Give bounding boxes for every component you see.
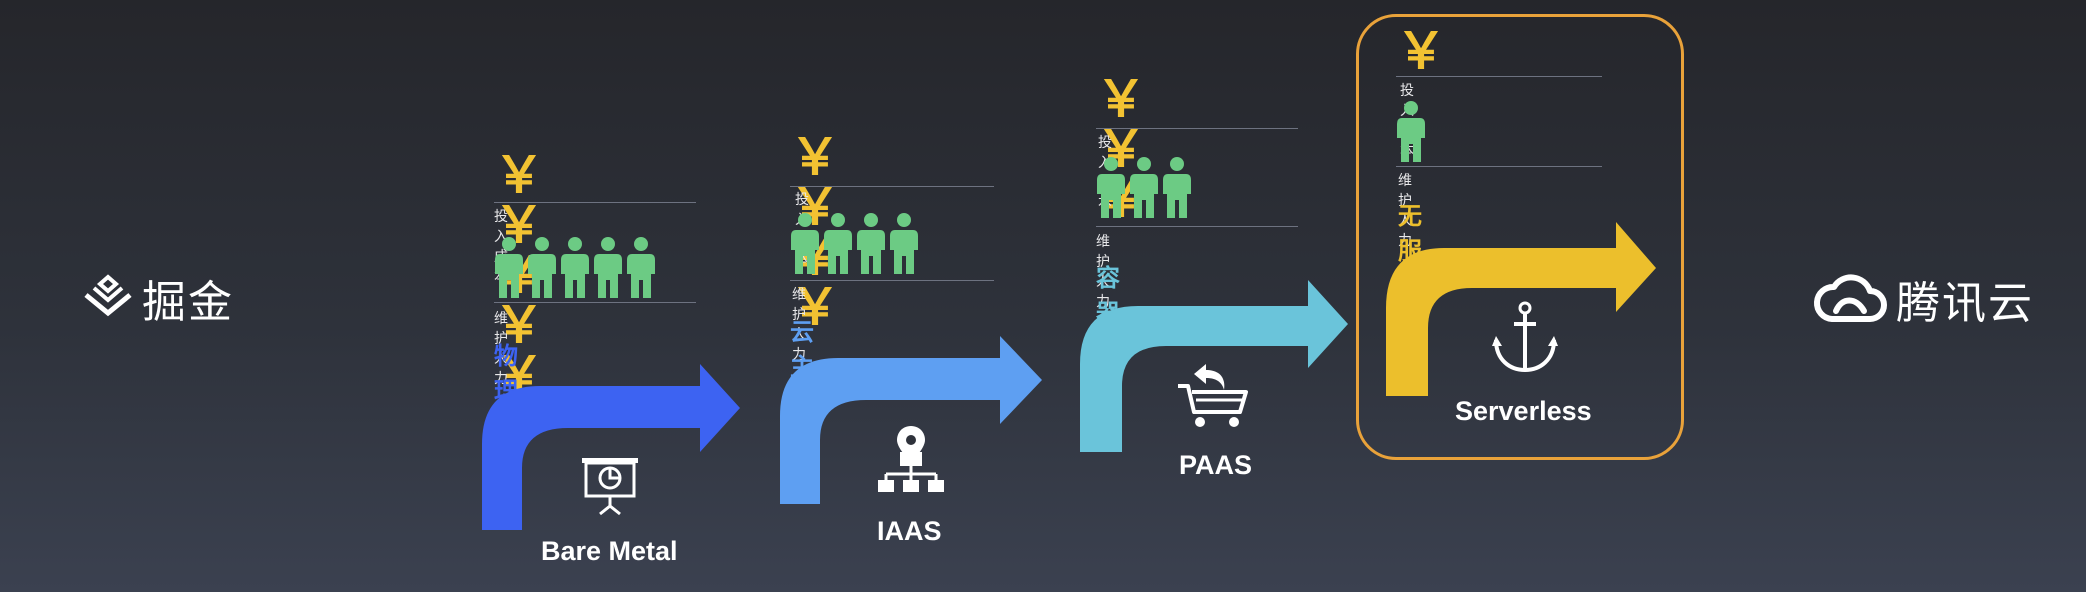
person-icon (823, 212, 853, 279)
location-network-icon (878, 426, 944, 492)
juejin-logo: 掘金 (80, 268, 234, 328)
stage-name: Serverless (1455, 396, 1592, 426)
shopping-cart-icon (1178, 364, 1248, 427)
stage-name: Bare Metal (541, 536, 678, 566)
tencent-cloud-logo-icon (1814, 274, 1887, 322)
cost-yen-symbols: ￥ (1396, 22, 1446, 80)
maintenance-people (494, 236, 656, 303)
maintenance-label: 维护人力 (792, 287, 806, 363)
person-icon (560, 236, 590, 303)
maintenance-people (790, 212, 919, 279)
juejin-logo-text: 掘金 (142, 277, 234, 328)
person-icon (626, 236, 656, 303)
divider (1096, 128, 1298, 129)
person-icon (889, 212, 919, 279)
maintenance-label: 维护人力 (1096, 234, 1110, 310)
juejin-logo-icon (84, 274, 132, 317)
person-icon (1162, 156, 1192, 223)
person-icon (494, 236, 524, 303)
maintenance-people (1096, 156, 1192, 223)
serverless-highlight-frame (1356, 14, 1684, 460)
tencent-cloud-logo: 腾讯云 (1812, 266, 2034, 332)
person-icon (593, 236, 623, 303)
stage-arrow (482, 364, 740, 530)
divider (790, 186, 994, 187)
divider (494, 202, 696, 203)
tencent-cloud-logo-text: 腾讯云 (1896, 278, 2034, 329)
person-icon (1096, 156, 1126, 223)
divider (1396, 76, 1602, 77)
maintenance-people (1396, 100, 1426, 167)
person-icon (1129, 156, 1159, 223)
person-icon (856, 212, 886, 279)
stage-name: IAAS (877, 516, 942, 546)
anchor-icon (1492, 301, 1558, 373)
maintenance-label: 维护人力 (494, 311, 508, 387)
person-icon (527, 236, 557, 303)
stage-arrow (1080, 280, 1348, 452)
presentation-board-icon (582, 458, 638, 516)
person-icon (790, 212, 820, 279)
divider (1396, 166, 1602, 167)
divider (790, 280, 994, 281)
divider (494, 302, 696, 303)
stage-arrow (1386, 222, 1656, 396)
person-icon (1396, 100, 1426, 167)
stage-arrow (780, 336, 1042, 504)
maintenance-label: 维护人力 (1398, 173, 1412, 249)
stage-name: PAAS (1179, 450, 1253, 480)
divider (1096, 226, 1298, 227)
